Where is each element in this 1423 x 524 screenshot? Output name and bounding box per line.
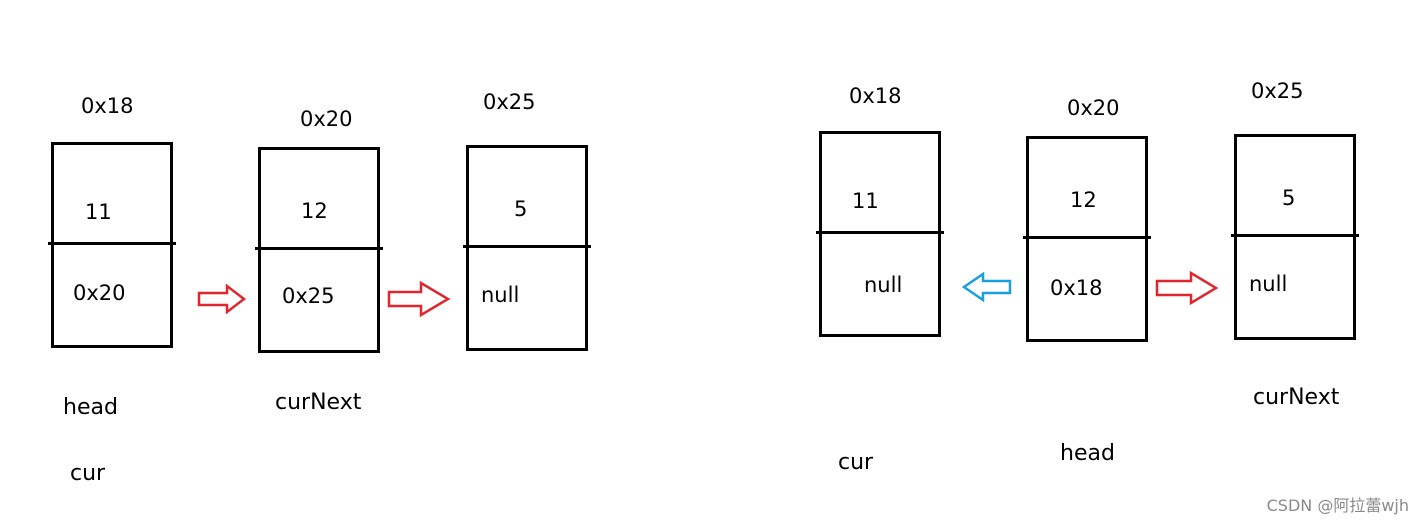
node-next: 0x25 [282, 284, 335, 308]
node-divider [255, 247, 383, 250]
watermark: CSDN @阿拉蕾wjh [1266, 496, 1409, 515]
arrow-right-icon [387, 281, 451, 317]
node-next: 0x18 [1050, 276, 1103, 300]
list-node [819, 131, 941, 337]
node-value: 11 [85, 200, 112, 224]
node-divider [1231, 234, 1359, 237]
node-next: null [864, 273, 903, 297]
node-address: 0x25 [483, 90, 536, 114]
pointer-label-cur: cur [70, 461, 106, 486]
node-value: 12 [1070, 188, 1097, 212]
node-next: 0x20 [73, 281, 126, 305]
list-node [51, 142, 173, 348]
list-node [258, 147, 380, 353]
node-next: null [481, 283, 520, 307]
node-address: 0x25 [1251, 79, 1304, 103]
node-next: null [1249, 272, 1288, 296]
arrow-right-icon [1155, 271, 1219, 305]
arrow-right-icon [197, 284, 247, 314]
node-divider [48, 242, 176, 245]
pointer-label-curnext: curNext [1253, 385, 1340, 410]
node-divider [463, 245, 591, 248]
node-value: 11 [852, 189, 879, 213]
node-value: 5 [514, 197, 528, 221]
node-address: 0x20 [300, 107, 353, 131]
arrow-left-icon [961, 272, 1012, 302]
list-node [1026, 136, 1148, 342]
node-address: 0x20 [1067, 96, 1120, 120]
node-divider [816, 231, 944, 234]
node-address: 0x18 [81, 94, 134, 118]
list-node [1234, 134, 1356, 340]
pointer-label-head: head [63, 395, 118, 420]
list-node [466, 145, 588, 351]
pointer-label-curnext: curNext [275, 390, 362, 415]
pointer-label-cur: cur [838, 450, 874, 475]
node-value: 5 [1282, 186, 1296, 210]
node-divider [1023, 236, 1151, 239]
node-address: 0x18 [849, 84, 902, 108]
pointer-label-head: head [1060, 441, 1115, 466]
node-value: 12 [301, 199, 328, 223]
